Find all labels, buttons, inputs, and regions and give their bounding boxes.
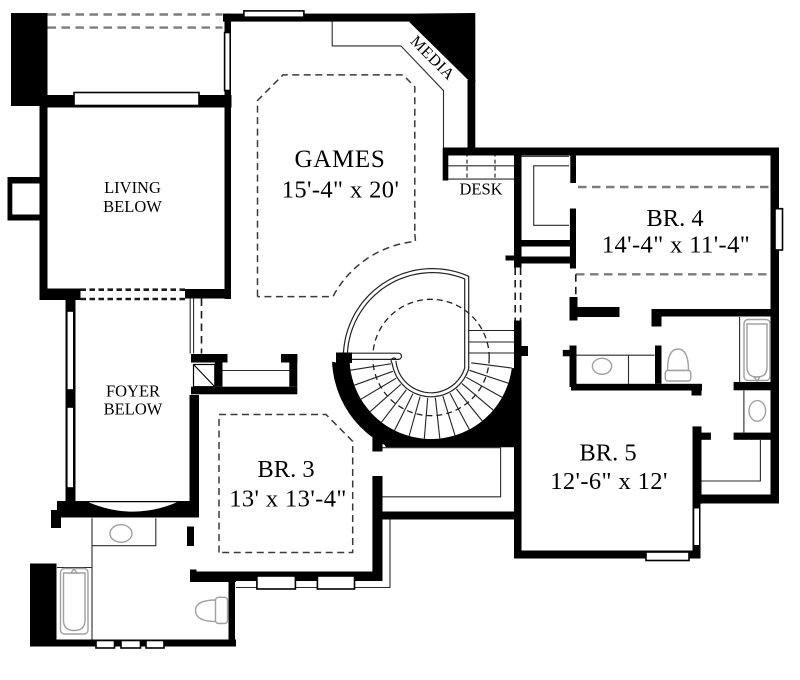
svg-text:BELOW: BELOW: [104, 400, 163, 419]
svg-text:LIVING: LIVING: [104, 178, 161, 197]
svg-text:15'-4" x 20': 15'-4" x 20': [282, 177, 400, 204]
svg-text:BR. 3: BR. 3: [257, 456, 314, 483]
svg-text:BELOW: BELOW: [103, 197, 162, 216]
svg-text:DESK: DESK: [459, 180, 502, 199]
svg-text:14'-4" x 11'-4": 14'-4" x 11'-4": [602, 232, 750, 259]
svg-text:12'-6" x 12': 12'-6" x 12': [550, 468, 668, 495]
svg-text:BR. 4: BR. 4: [646, 205, 703, 232]
svg-text:13' x 13'-4": 13' x 13'-4": [229, 486, 347, 513]
svg-text:BR. 5: BR. 5: [579, 440, 636, 467]
svg-text:GAMES: GAMES: [294, 146, 385, 173]
svg-text:FOYER: FOYER: [106, 382, 160, 401]
